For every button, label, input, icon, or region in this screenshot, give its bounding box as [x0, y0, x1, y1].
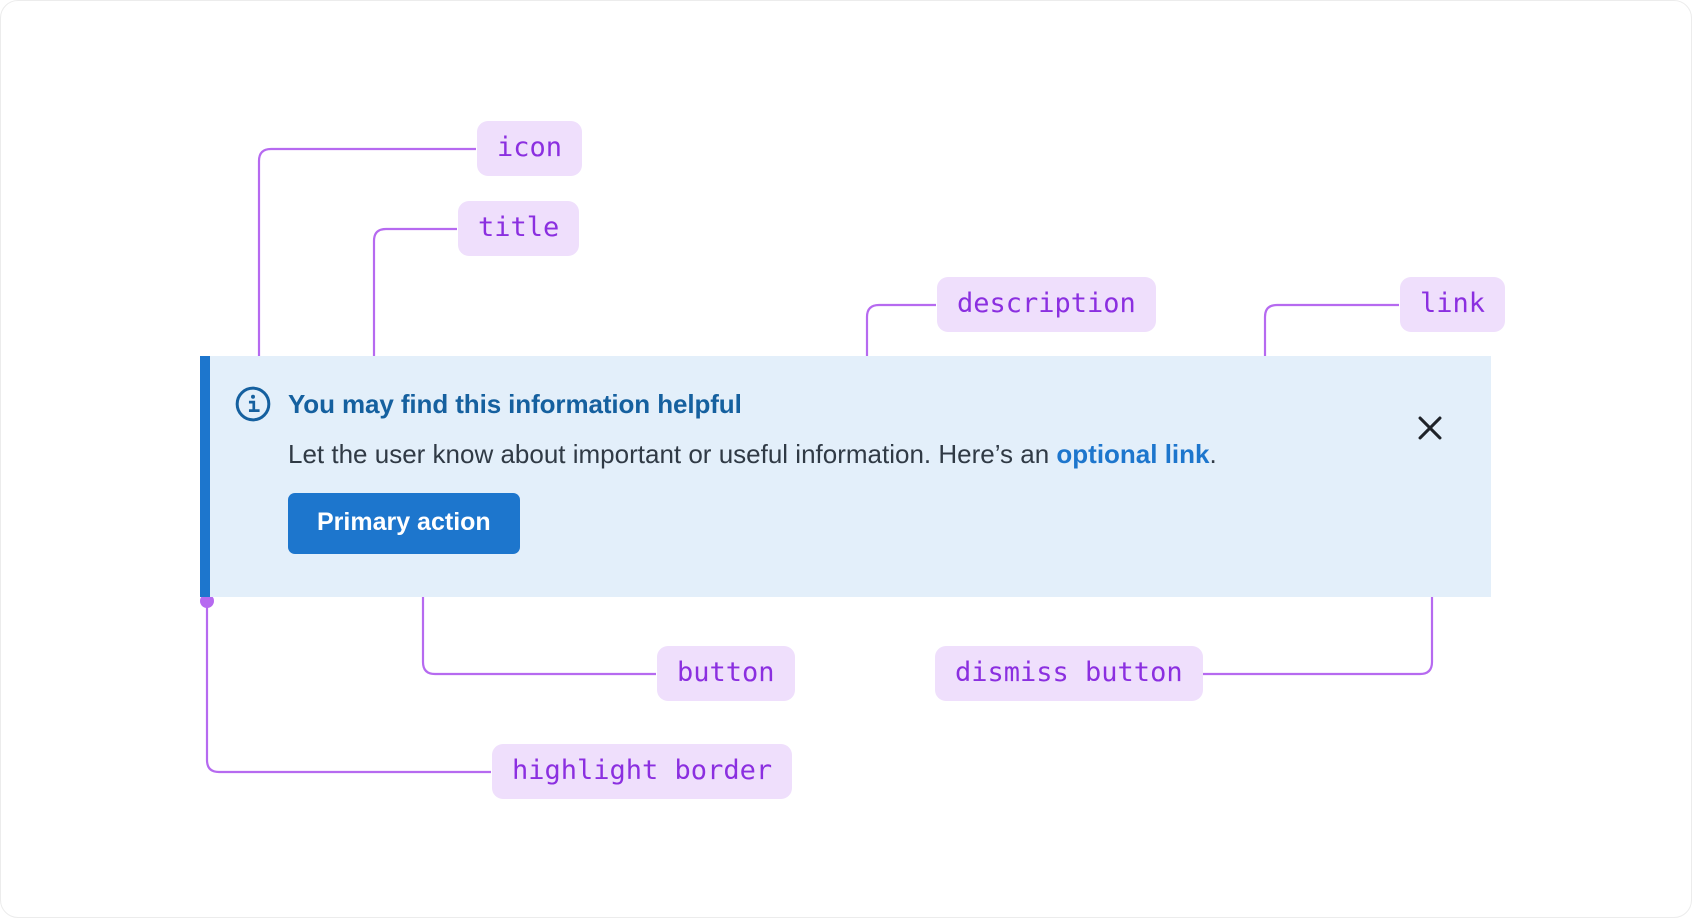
alert-description: Let the user know about important or use… [288, 437, 1461, 471]
alert-description-text-after: . [1209, 439, 1217, 469]
alert-description-text-before: Let the user know about important or use… [288, 439, 1057, 469]
dismiss-button[interactable] [1413, 411, 1447, 445]
annotation-label-description: description [937, 277, 1156, 332]
annotation-label-icon: icon [477, 121, 583, 176]
annotation-label-link: link [1400, 277, 1506, 332]
info-circle-icon [235, 386, 271, 422]
primary-action-button[interactable]: Primary action [288, 493, 520, 554]
alert-title: You may find this information helpful [288, 389, 742, 419]
annotation-label-title: title [458, 201, 580, 256]
alert-content: You may find this information helpful Le… [234, 385, 1461, 554]
alert-highlight-border [200, 356, 210, 597]
annotation-label-dismiss-button: dismiss button [935, 646, 1203, 701]
close-x-icon [1418, 416, 1442, 440]
alert-header: You may find this information helpful [234, 385, 1461, 423]
wire-icon [257, 147, 476, 371]
info-alert: You may find this information helpful Le… [200, 356, 1491, 597]
annotation-label-highlight-border: highlight border [492, 744, 793, 799]
alert-optional-link[interactable]: optional link [1056, 439, 1210, 469]
annotation-label-button: button [657, 646, 795, 701]
wire-highlight [205, 603, 491, 774]
